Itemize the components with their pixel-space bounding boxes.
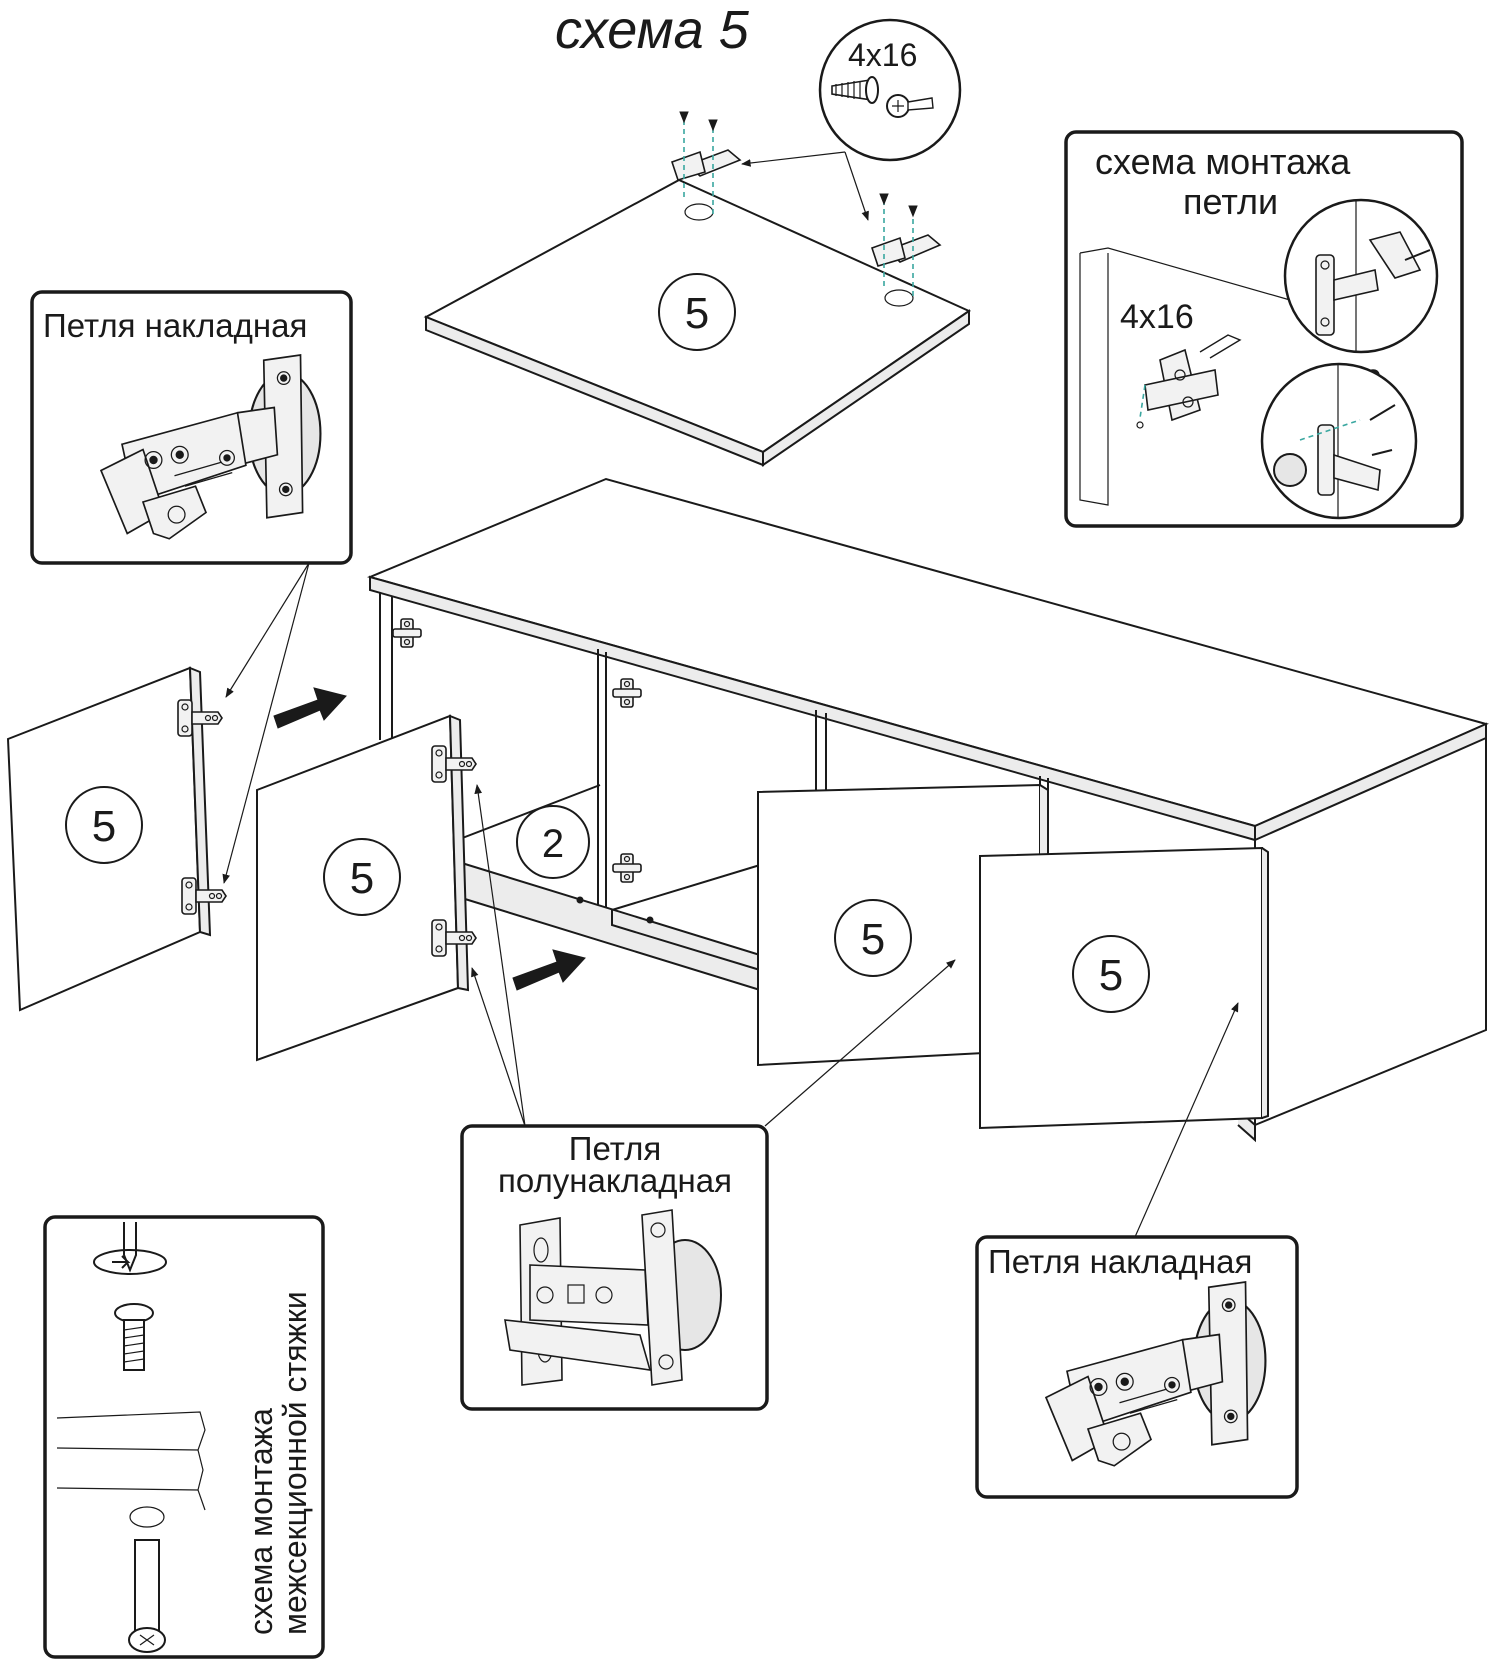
part-number: 5 [1099,951,1123,1000]
hinge-detail-circle-top [1283,198,1439,354]
door-panel-top: 5 [423,178,972,467]
overlay-hinge-label-bottom: Петля накладная [988,1243,1252,1280]
overlay-hinge-box-bottom: Петля накладная [975,1235,1299,1499]
hinge-mount-title-line2: петли [1183,181,1278,222]
round-screw-icon [886,94,934,118]
connector-scheme-line2: межсекционной стяжки [277,1291,313,1635]
half-overlay-hinge-label-line2: полунакладная [498,1162,732,1199]
connector-scheme-line1: схема монтажа [243,1408,279,1635]
connector-panel-icon [56,1411,206,1653]
direction-arrow-lower [512,949,586,991]
half-overlay-hinge-icon [504,1209,722,1386]
hinge-detail-circle-bottom [1260,362,1418,520]
direction-arrow-upper [273,687,347,729]
hinge-mount-screw-label-1: 4x16 [1120,298,1194,336]
hinge-mount-scheme-box: схема монтажа петли 4x16 4x16 [1064,130,1464,528]
hinge-mount-title-line1: схема монтажа [1095,141,1351,182]
wood-screw-icon [831,76,879,104]
overlay-hinge-box-top: Петля накладная [30,290,353,565]
hinge-on-top-door-1 [670,111,742,215]
part-number: 5 [861,915,885,964]
connector-scheme-box: схема монтажа межсекционной стяжки [43,1215,325,1659]
door-panel-left-1: 5 [6,666,227,1012]
connector-bolt-icon [114,1303,154,1371]
part-number: 5 [685,289,709,338]
overlay-hinge-label-top: Петля накладная [43,307,307,344]
shelf-number: 2 [542,822,564,866]
door-panel-right-2: 5 [979,846,1269,1130]
part-number: 5 [350,854,374,903]
screwdriver-icon [93,1222,167,1275]
half-overlay-hinge-label-line1: Петля [569,1130,662,1167]
part-number: 5 [92,802,116,851]
screw-size-label: 4x16 [848,37,917,73]
cabinet-body: 2 [366,477,1489,1143]
door-panel-left-2: 5 [256,714,477,1062]
diagram-title: схема 5 [555,0,750,60]
screw-callout: 4x16 [818,18,962,162]
mount-plate-detail-icon [1136,334,1242,429]
hinge-on-top-door-2 [870,193,942,300]
half-overlay-hinge-box: Петля полунакладная [460,1124,769,1411]
